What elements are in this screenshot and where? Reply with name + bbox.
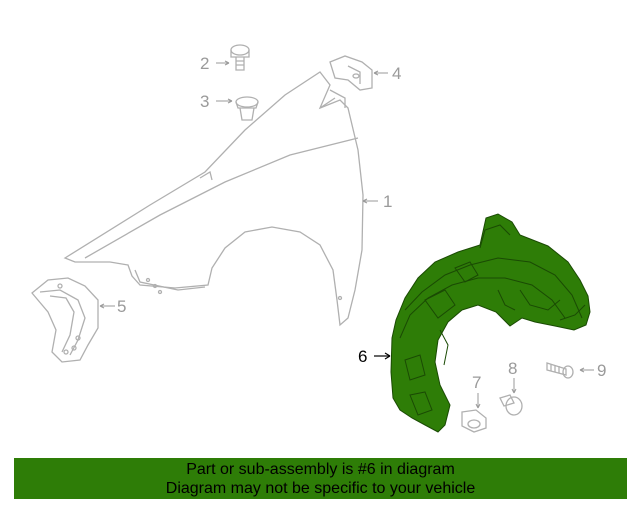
callout-4: 4 [392, 64, 401, 83]
callout-8: 8 [508, 359, 517, 378]
parts-diagram: 1 2 3 4 5 6 7 8 9 [31, 44, 606, 433]
callout-7: 7 [472, 373, 481, 392]
fender-part [63, 71, 364, 327]
bolt-part-2 [230, 44, 250, 71]
leader-line-6 [374, 352, 391, 360]
fender-liner-part-6 [390, 213, 591, 433]
callout-9: 9 [597, 361, 606, 380]
callout-2: 2 [200, 54, 209, 73]
info-banner: Part or sub-assembly is #6 in diagram Di… [14, 458, 627, 499]
clip-part-7 [461, 409, 487, 433]
banner-line-disclaimer: Diagram may not be specific to your vehi… [165, 479, 476, 497]
bracket-part-4 [329, 55, 373, 91]
leader-lines [99, 60, 594, 409]
callout-6: 6 [358, 347, 367, 366]
screw-part-9 [546, 362, 574, 379]
bracket-part-5 [31, 277, 99, 363]
banner-line-part-number: Part or sub-assembly is #6 in diagram [186, 460, 455, 478]
callout-1: 1 [383, 192, 392, 211]
callout-3: 3 [200, 92, 209, 111]
clip-part-3 [235, 96, 259, 121]
callout-5: 5 [117, 297, 126, 316]
clip-part-8 [499, 394, 523, 416]
